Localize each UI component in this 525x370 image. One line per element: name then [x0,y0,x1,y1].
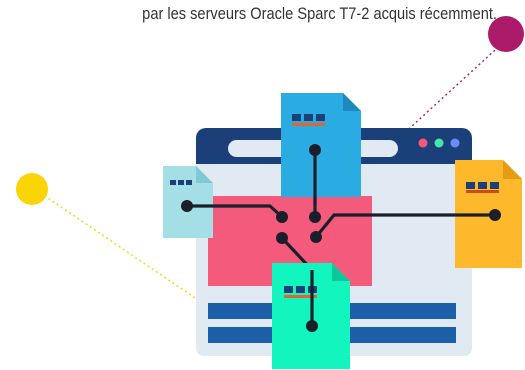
document-icon-blue [281,93,361,205]
window-dot-green [434,138,444,148]
magenta-dot-icon [488,16,524,52]
caption-text: par les serveurs Oracle Sparc T7-2 acqui… [142,4,497,23]
yellow-dotted-line [35,189,211,309]
yellow-dot-icon [16,173,48,205]
circuit-nodes [181,200,501,244]
document-icon-mint [272,263,350,369]
window-dot-red [418,138,428,148]
window-dot-blue [450,138,460,148]
